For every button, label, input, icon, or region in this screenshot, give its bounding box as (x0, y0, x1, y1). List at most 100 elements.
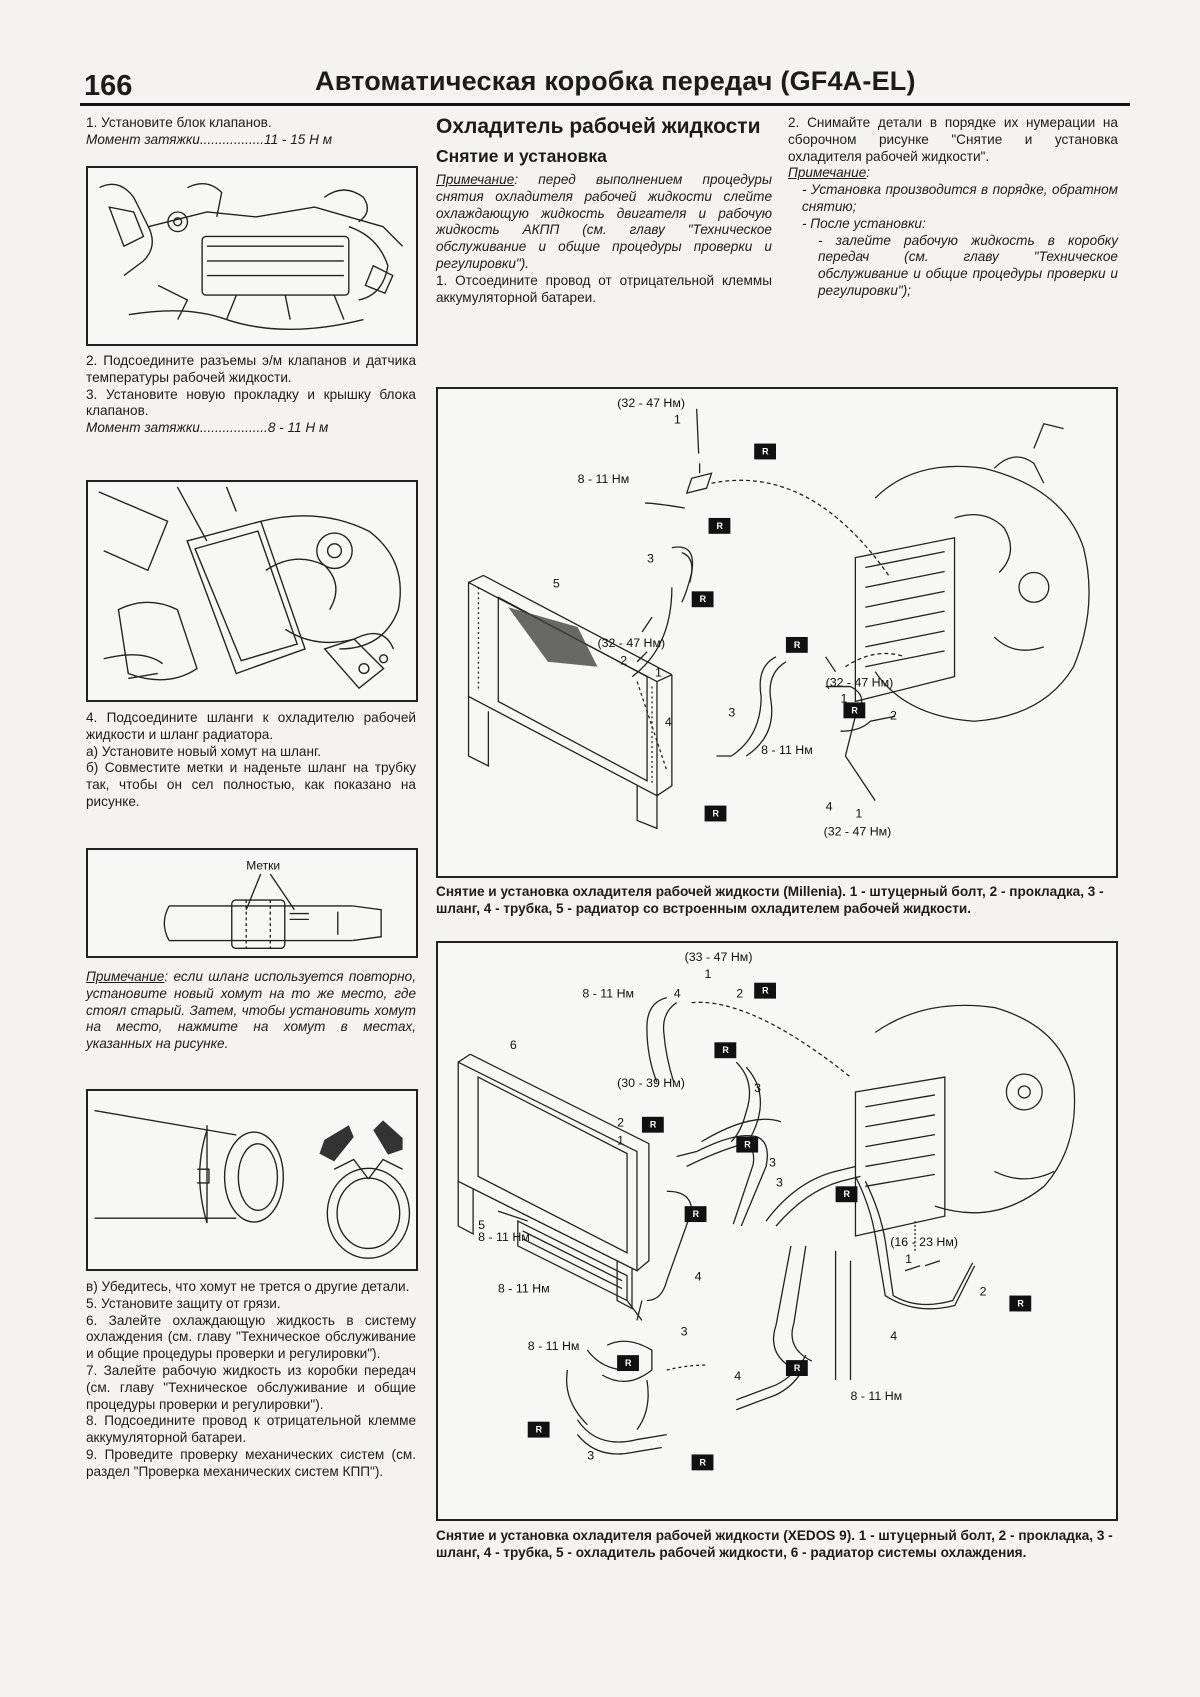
replace-tag: R (794, 1363, 801, 1373)
part-number-label: 2 (980, 1285, 987, 1299)
torque-label: 8 - 11 Нм (761, 743, 813, 757)
part-number-label: 3 (728, 705, 735, 719)
note-text: : перед выполнением процедуры снятия охл… (436, 172, 772, 271)
part-number-label: 4 (674, 987, 681, 1001)
part-number-label: 6 (510, 1038, 517, 1052)
part-number-label: 1 (855, 806, 862, 820)
drain-note: Примечание: перед выполнением процедуры … (436, 172, 772, 273)
step-4c: в) Убедитесь, что хомут не трется о друг… (86, 1279, 410, 1294)
install-note-1: - Установка производится в порядке, обра… (802, 182, 1118, 214)
right-column: 2. Снимайте детали в порядке их нумераци… (788, 115, 1118, 300)
torque-label: (33 - 47 Нм) (685, 950, 753, 964)
millenia-callouts: (32 - 47 Нм) 1 2 8 - 11 Нм 3 5 (32 - 47 … (553, 396, 897, 838)
replace-tag: R (762, 446, 769, 456)
torque-label: 8 - 11 Нм (582, 987, 634, 1001)
torque-label: 8 - 11 Нм (528, 1339, 580, 1353)
note-label: Примечание (86, 969, 165, 984)
figure-xedos-caption: Снятие и установка охладителя рабочей жи… (436, 1528, 1113, 1560)
part-number-label: 3 (681, 1324, 688, 1338)
replace-tag: R (762, 986, 769, 996)
step-5: 5. Установите защиту от грязи. (86, 1295, 281, 1311)
part-number-label: 2 (890, 708, 897, 722)
torque-label: (30 - 39 Нм) (617, 1076, 685, 1090)
valve-body-illustration (99, 182, 404, 331)
figure-xedos-cooler: (33 - 47 Нм) 1 8 - 11 Нм 4 2 6 3 (30 - 3… (436, 941, 1118, 1521)
install-note-heading: Примечание: (788, 165, 1118, 182)
subsection-title: Снятие и установка (436, 146, 607, 166)
torque-label: 8 - 11 Нм (478, 1230, 530, 1244)
xedos-cooler-diagram: (33 - 47 Нм) 1 8 - 11 Нм 4 2 6 3 (30 - 3… (457, 950, 1076, 1471)
torque-label: (32 - 47 Нм) (597, 636, 665, 650)
part-number-label: 3 (647, 552, 654, 566)
page-number: 166 (84, 70, 133, 102)
torque-label: (16 - 23 Нм) (890, 1235, 958, 1249)
figure-hose-marks: Метки (86, 848, 418, 958)
hose-reuse-note: Примечание: если шланг используется повт… (86, 969, 416, 1053)
part-number-label: 1 (840, 691, 847, 705)
part-number-label: 3 (769, 1155, 776, 1169)
part-number-label: 3 (776, 1175, 783, 1189)
install-note-3: - залейте рабочую жидкость в коробку пер… (818, 232, 1118, 298)
step-8: 8. Подсоедините провод к отрицательной к… (86, 1413, 416, 1446)
running-head-title: Автоматическая коробка передач (GF4A-EL) (315, 66, 916, 96)
torque-label: 8 - 11 Нм (578, 472, 630, 486)
part-number-label: 2 (617, 1116, 624, 1130)
note-label: Примечание (436, 172, 515, 187)
torque-label: (32 - 47 Нм) (824, 824, 892, 838)
note-label: Примечание (788, 165, 867, 181)
torque-label: 8 - 11 Нм (498, 1282, 550, 1296)
install-note-2: - После установки: (802, 215, 926, 231)
note-text: : если шланг используется повторно, уста… (86, 969, 416, 1052)
part-number-label: 1 (705, 967, 712, 981)
hose-clamp-illustration (94, 1109, 411, 1259)
valve-cover-illustration (98, 486, 401, 690)
step-4a: а) Установите новый хомут на шланг. (86, 743, 322, 759)
part-number-label: 4 (890, 1329, 897, 1343)
step-6: 6. Залейте охлаждающую жидкость в систем… (86, 1312, 416, 1362)
note-colon: : (866, 165, 871, 181)
torque-spec-2: Момент затяжки..................8 - 11 Н… (86, 420, 329, 436)
header-rule (80, 103, 1130, 106)
part-number-label: 4 (665, 715, 672, 729)
part-number-label: 3 (754, 1081, 761, 1095)
left-column-step-4: 4. Подсоедините шланги к охладителю рабо… (86, 710, 416, 811)
middle-column: Охладитель рабочей жидкости Снятие и уст… (436, 115, 772, 306)
replace-tag: R (844, 1189, 851, 1199)
torque-spec-1: Момент затяжки.................11 - 15 Н… (86, 131, 333, 147)
part-number-label: 1 (905, 1252, 912, 1266)
step-4b: б) Совместите метки и наденьте шланг на … (86, 760, 416, 809)
step-9: 9. Проведите проверку механических систе… (86, 1446, 416, 1479)
replace-tag: R (794, 640, 801, 650)
replace-part-tags: R R R R R R (691, 443, 866, 822)
step-7: 7. Залейте рабочую жидкость из коробки п… (86, 1362, 416, 1412)
step-2-remove: 2. Снимайте детали в порядке их нумераци… (788, 115, 1118, 164)
part-number-label: 4 (826, 800, 833, 814)
step-4: 4. Подсоедините шланги к охладителю рабо… (86, 710, 416, 742)
figure-millenia-caption: Снятие и установка охладителя рабочей жи… (436, 884, 1104, 916)
replace-tag: R (851, 705, 858, 715)
left-column-note: Примечание: если шланг используется повт… (86, 969, 416, 1053)
step-1-battery: 1. Отсоедините провод от отрицательной к… (436, 272, 772, 305)
figure-millenia-cooler: (32 - 47 Нм) 1 2 8 - 11 Нм 3 5 (32 - 47 … (436, 387, 1118, 878)
part-number-label: 2 (620, 654, 627, 668)
figure-hose-clamp (86, 1089, 418, 1271)
figure-valve-body (86, 166, 418, 346)
replace-tag: R (716, 521, 723, 531)
replace-tag: R (713, 808, 720, 818)
replace-tag: R (693, 1209, 700, 1219)
part-number-label: 1 (655, 666, 662, 680)
part-number-label: 4 (734, 1369, 741, 1383)
section-title: Охладитель рабочей жидкости (436, 115, 761, 138)
replace-part-tags: R R R R R R R R R R R (527, 982, 1032, 1471)
xedos-callouts: (33 - 47 Нм) 1 8 - 11 Нм 4 2 6 3 (30 - 3… (478, 950, 987, 1463)
part-number-label: 1 (674, 413, 681, 427)
left-column-top: 1. Установите блок клапанов. Момент затя… (86, 115, 416, 149)
marks-label: Метки (246, 858, 280, 872)
part-number-label: 5 (553, 576, 560, 590)
millenia-cooler-diagram: (32 - 47 Нм) 1 2 8 - 11 Нм 3 5 (32 - 47 … (467, 396, 1090, 838)
figure-valve-cover (86, 480, 418, 702)
replace-tag: R (722, 1045, 729, 1055)
replace-tag: R (1017, 1298, 1024, 1308)
step-2: 2. Подсоедините разъемы э/м клапанов и д… (86, 353, 416, 385)
torque-label: (32 - 47 Нм) (826, 676, 894, 690)
